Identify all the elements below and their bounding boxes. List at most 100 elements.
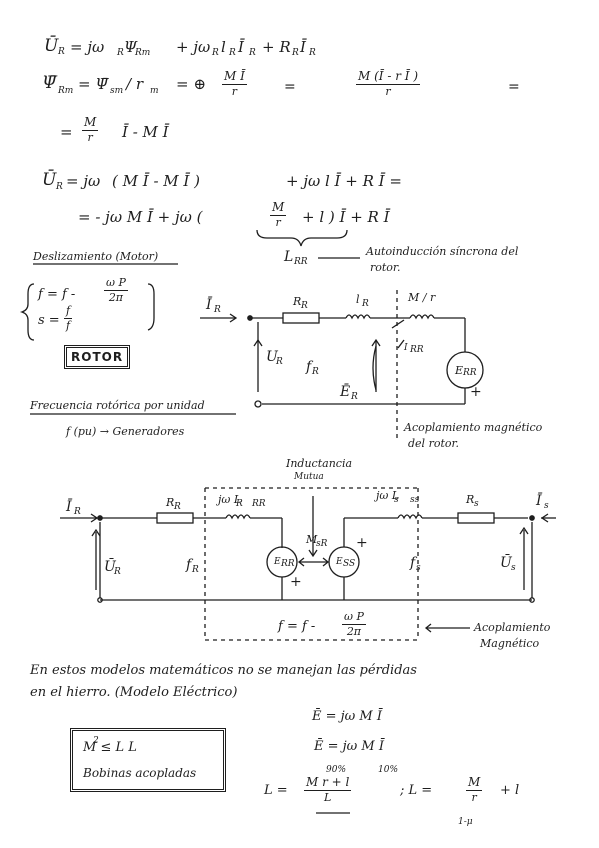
eq4-sub: R <box>56 182 63 192</box>
c1-ur-sub: R <box>276 357 283 367</box>
c1-ir-sub: R <box>214 305 221 315</box>
c2-ir-sub: R <box>74 507 81 517</box>
eq2-mid: = Ψ̄ <box>78 75 109 93</box>
lrr-sub: RR <box>294 257 308 267</box>
lss-lhs: L = <box>264 783 288 798</box>
eq1-t4: + R <box>262 38 291 56</box>
c2-fs: f <box>410 555 416 571</box>
eq1-rhs: = jω <box>70 38 105 56</box>
eq1-t2: l <box>221 38 226 56</box>
eq1-sub4: R <box>212 48 219 58</box>
eq2-end: = <box>508 79 520 95</box>
c1-ir: Ī <box>206 297 212 313</box>
fr-pu: f (pu) → Generadores <box>66 425 185 438</box>
s-line: s = <box>38 313 60 328</box>
c1-er-sub: R <box>351 392 358 402</box>
c2-jws-sub: s <box>394 495 399 505</box>
pct-1: 90% <box>326 765 347 775</box>
box-eq: M ≤ L L <box>83 740 137 755</box>
c2-ur-sub: R <box>114 567 121 577</box>
eq2-lhs: Ψ̄ <box>42 73 57 93</box>
c2-rr-sub: R <box>174 502 181 512</box>
lrr-eq: ; L = <box>400 783 433 798</box>
pct-2: 10% <box>378 765 399 775</box>
coupled-coils-box: M ≤ L L 2 Bobinas acopladas <box>70 728 226 792</box>
eq2-frac2: M (Ī - r Ī )r <box>356 69 420 98</box>
lrr-tail: + l <box>500 783 520 798</box>
fr-line: f = f - <box>38 287 76 302</box>
c2-jws-sub2: ss <box>410 495 420 505</box>
c1-err: E <box>455 364 464 377</box>
c2-err: E <box>274 557 281 567</box>
c1-fr-sub: R <box>312 367 319 377</box>
c1-ur: U <box>266 349 278 365</box>
c1-lr-sub: R <box>362 299 369 309</box>
c2-fr: f <box>186 557 192 573</box>
eq1-psi: Ψ <box>124 38 138 56</box>
c1-err-sub: RR <box>463 368 477 378</box>
c2-msr-sub: sR <box>316 539 328 549</box>
footer-sentence2: en el hierro. (Modelo Eléctrico) <box>30 685 238 700</box>
c1-rr: R <box>293 295 302 308</box>
coupling-label: Acoplamiento magnético <box>404 421 543 434</box>
mutual-label: Inductancia <box>286 457 353 470</box>
eq3-lead: = <box>60 123 73 141</box>
eq1-sub7: R <box>292 48 299 58</box>
ess-eq: Ē = jω M Ī <box>314 739 384 754</box>
lrr-note2: rotor. <box>370 261 401 274</box>
eq1-sub3: Rm <box>135 48 151 58</box>
c2-is: Ī <box>536 493 542 509</box>
c1-mr: M / r <box>408 291 436 304</box>
eq1-sub6: R <box>249 48 256 58</box>
c1-irr-sub: RR <box>410 345 424 355</box>
eq5-lead: = - jω M Ī + jω ( <box>78 208 203 226</box>
c1-rr-sub: R <box>301 301 308 311</box>
eq2-sub3: m <box>150 86 159 96</box>
coupling-label2: del rotor. <box>408 437 460 450</box>
c2-bottom-eq: f = f - <box>278 619 316 634</box>
c2-jwr-sub2: RR <box>252 499 266 509</box>
eq2-sub: Rm <box>58 86 74 96</box>
eq1-sub: R <box>58 47 65 57</box>
box-eq-sup: 2 <box>93 736 99 746</box>
c2-fs-sub: s <box>416 563 421 573</box>
c2-rs-sub: s <box>474 499 479 509</box>
eq1-lhs: Ū <box>44 36 59 56</box>
lrr-symbol: L <box>284 249 294 265</box>
c2-plus-r: + <box>356 535 368 551</box>
c1-fr: f <box>306 359 312 375</box>
c2-jwr: jω L <box>218 493 242 506</box>
eq2-sub2: sm <box>110 86 124 96</box>
eq4-paren: ( M Ī - M Ī ) <box>112 172 200 190</box>
freq-label: Frecuencia rotórica por unidad <box>30 399 205 412</box>
c1-er: Ē <box>340 384 351 400</box>
c2-us-sub: s <box>511 563 516 573</box>
eq3-rest: Ī - M Ī <box>122 123 169 141</box>
footer-sentence1: En estos modelos matemáticos no se manej… <box>30 663 417 678</box>
eq4-tail: + jω l Ī + R Ī = <box>286 172 402 190</box>
eq5-tail: + l ) Ī + R Ī <box>302 208 390 226</box>
c2-jws: jω L <box>376 489 400 502</box>
eq2-eq2: = <box>284 79 296 95</box>
eq2-div: / r <box>126 75 143 93</box>
c2-fr-sub: R <box>192 565 199 575</box>
eq1-t1: + jω <box>176 38 211 56</box>
section-heading: Deslizamiento (Motor) <box>33 250 159 263</box>
c1-plus: + <box>470 384 482 400</box>
c2-plus-l: + <box>290 574 302 590</box>
eq1-t3: Ī <box>238 38 244 56</box>
eq1-sub8: R <box>309 48 316 58</box>
eq1-sub2: R <box>117 48 124 58</box>
c1-irr: I <box>404 343 408 353</box>
c2-ess: E <box>336 557 343 567</box>
c2-us: Ū <box>500 555 512 571</box>
